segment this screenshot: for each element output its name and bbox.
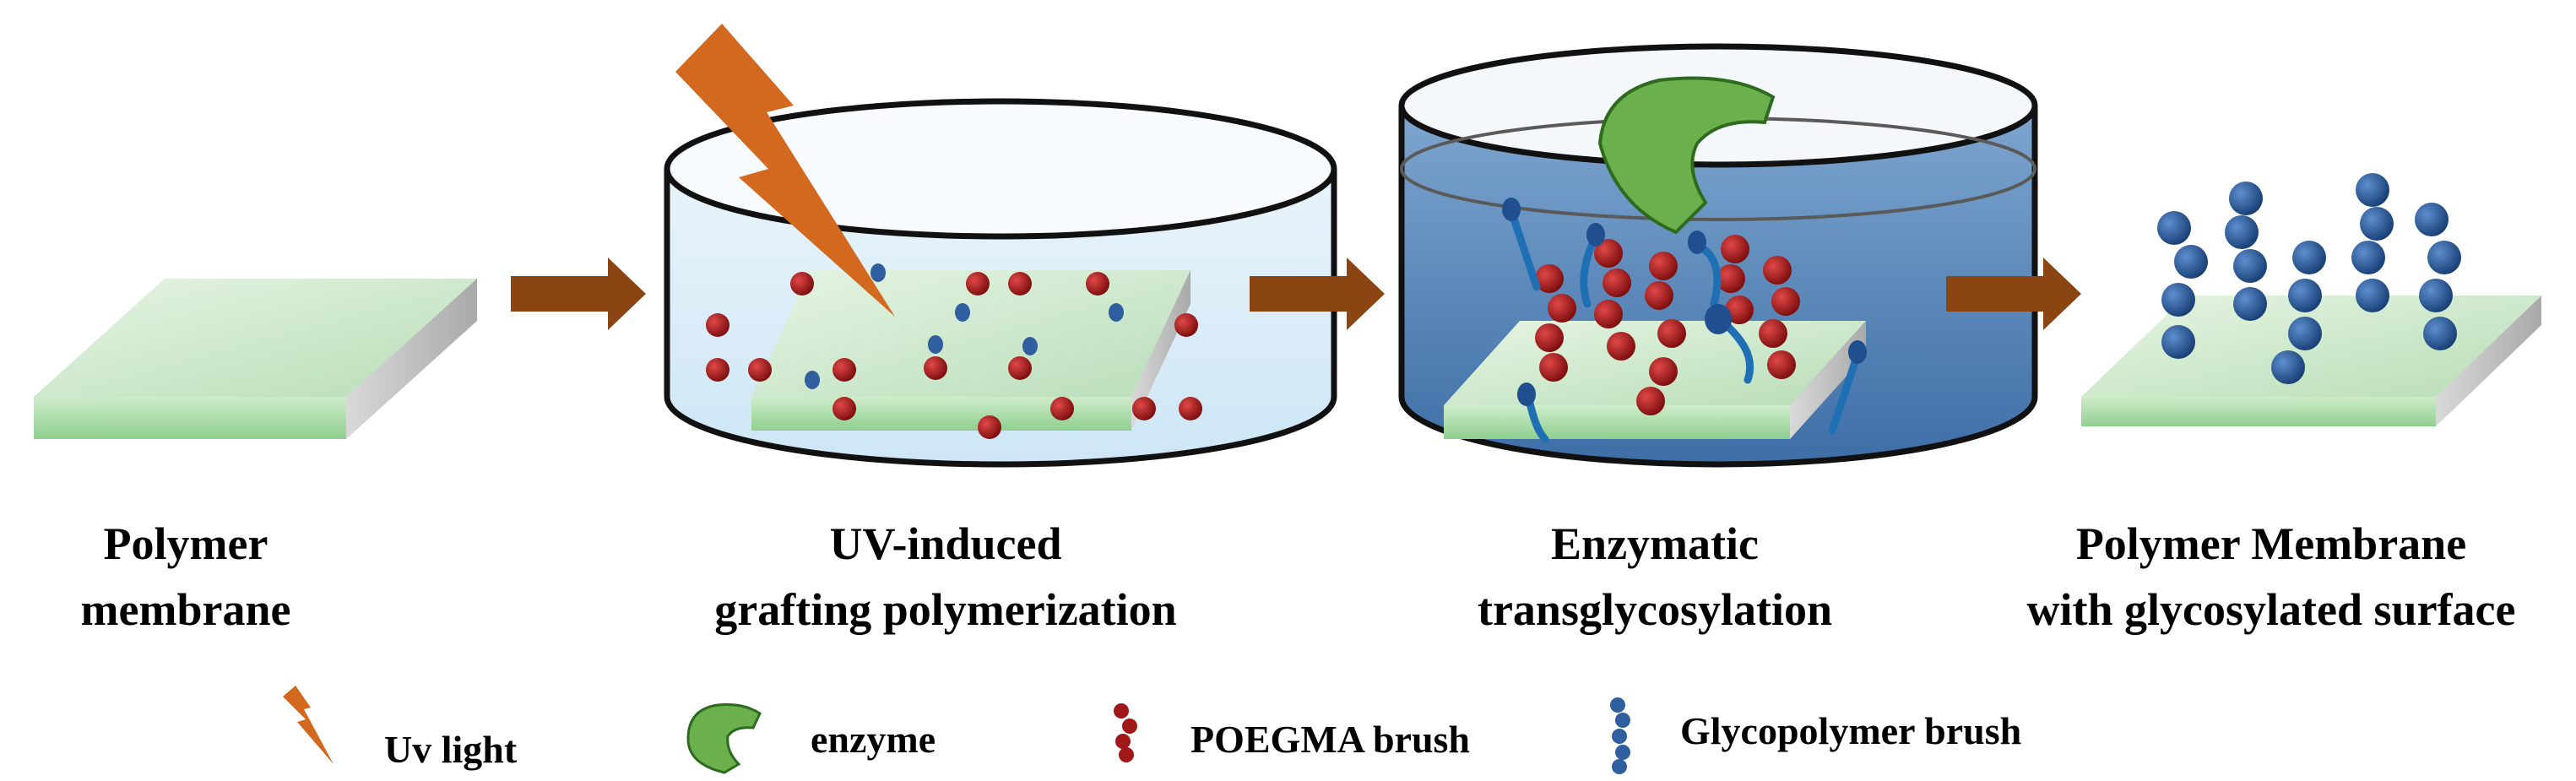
- legend-poegma-label: POEGMA brush: [1190, 718, 1471, 761]
- step-4-line-1: Polymer Membrane: [2075, 518, 2467, 569]
- step-1-line-2: membrane: [80, 584, 291, 635]
- arrow-3-icon: [1946, 258, 2081, 330]
- step-3-label: Enzymatic transglycosylation: [1418, 511, 1891, 643]
- plain-membrane: [34, 279, 477, 439]
- step-2-line-2: grafting polymerization: [714, 584, 1177, 635]
- step-1-line-1: Polymer: [103, 518, 268, 569]
- legend-enzyme-label: enzyme: [811, 718, 936, 761]
- legend-uv-label: Uv light: [384, 728, 518, 771]
- step-3-line-1: Enzymatic: [1551, 518, 1759, 569]
- step-4-label: Polymer Membrane with glycosylated surfa…: [1976, 511, 2567, 643]
- poegma-brushes: [1535, 235, 1800, 415]
- arrow-1-icon: [511, 258, 646, 330]
- step-2-line-1: UV-induced: [829, 518, 1062, 569]
- legend-glyco-icon: [1610, 697, 1630, 774]
- legend-glyco-label: Glycopolymer brush: [1680, 709, 2022, 752]
- step-3-line-2: transglycosylation: [1477, 584, 1832, 635]
- enzyme-shape-icon: [1597, 76, 1776, 235]
- enzyme-beaker: [1398, 43, 2038, 468]
- legend-enzyme-icon: [686, 703, 762, 774]
- step-2-label: UV-induced grafting polymerization: [654, 511, 1237, 643]
- glycosylated-membrane: [2081, 173, 2541, 426]
- step-1-label: Polymer membrane: [59, 511, 312, 643]
- legend-uv-icon: [283, 686, 334, 764]
- legend-poegma-icon: [1114, 703, 1137, 762]
- step-4-line-2: with glycosylated surface: [2026, 584, 2516, 635]
- glycopolymer-brushes: [2157, 173, 2461, 384]
- uv-beaker: [664, 24, 1337, 468]
- monomer-red-dots: [706, 272, 1202, 439]
- uv-lightning-icon: [675, 24, 895, 317]
- arrow-2-icon: [1250, 258, 1385, 330]
